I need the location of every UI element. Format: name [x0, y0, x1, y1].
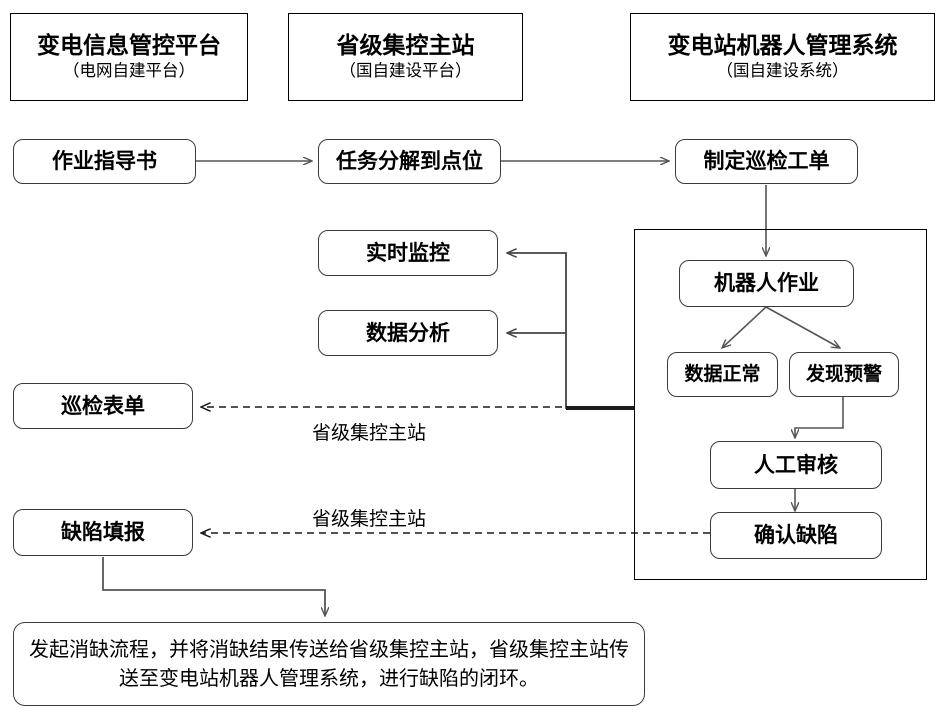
closure-statement-box[interactable]: 发起消缺流程，并将消缺结果传送给省级集控主站，省级集控主站传送至变电站机器人管理…: [13, 622, 645, 706]
edge-label-defect-channel: 省级集控主站: [312, 508, 427, 530]
robot-system-panel: [634, 229, 927, 580]
edge-defect-to-statement: [102, 557, 325, 616]
edge-label-inspection-channel: 省级集控主站: [312, 422, 427, 444]
node-data-analysis[interactable]: 数据分析: [318, 310, 498, 356]
node-create-workorder[interactable]: 制定巡检工单: [675, 139, 858, 184]
node-work-instruction[interactable]: 作业指导书: [13, 139, 196, 184]
node-data-normal[interactable]: 数据正常: [667, 352, 778, 397]
system-box-provincial-master-station[interactable]: 省级集控主站 （国自建设平台）: [288, 13, 523, 101]
system-box-power-info-platform[interactable]: 变电信息管控平台 （电网自建平台）: [10, 13, 248, 101]
node-task-breakdown[interactable]: 任务分解到点位: [318, 139, 501, 184]
node-robot-operation[interactable]: 机器人作业: [679, 260, 854, 307]
system-title: 变电站机器人管理系统: [667, 32, 898, 59]
system-subtitle: （国自建设系统）: [716, 61, 849, 81]
edge-panel-riser: [507, 253, 634, 409]
system-title: 变电信息管控平台: [37, 32, 221, 59]
node-warning-found[interactable]: 发现预警: [789, 352, 899, 397]
node-realtime-monitor[interactable]: 实时监控: [318, 230, 498, 276]
node-confirm-defect[interactable]: 确认缺陷: [710, 512, 882, 559]
node-defect-report[interactable]: 缺陷填报: [13, 509, 193, 556]
system-subtitle: （电网自建平台）: [63, 61, 195, 81]
node-manual-review[interactable]: 人工审核: [710, 441, 882, 489]
system-subtitle: （国自建设平台）: [339, 61, 472, 81]
node-inspection-form[interactable]: 巡检表单: [13, 383, 193, 429]
system-title: 省级集控主站: [336, 32, 475, 59]
system-box-robot-management-system[interactable]: 变电站机器人管理系统 （国自建设系统）: [630, 13, 935, 101]
closure-statement-text: 发起消缺流程，并将消缺结果传送给省级集控主站，省级集控主站传送至变电站机器人管理…: [29, 637, 629, 690]
